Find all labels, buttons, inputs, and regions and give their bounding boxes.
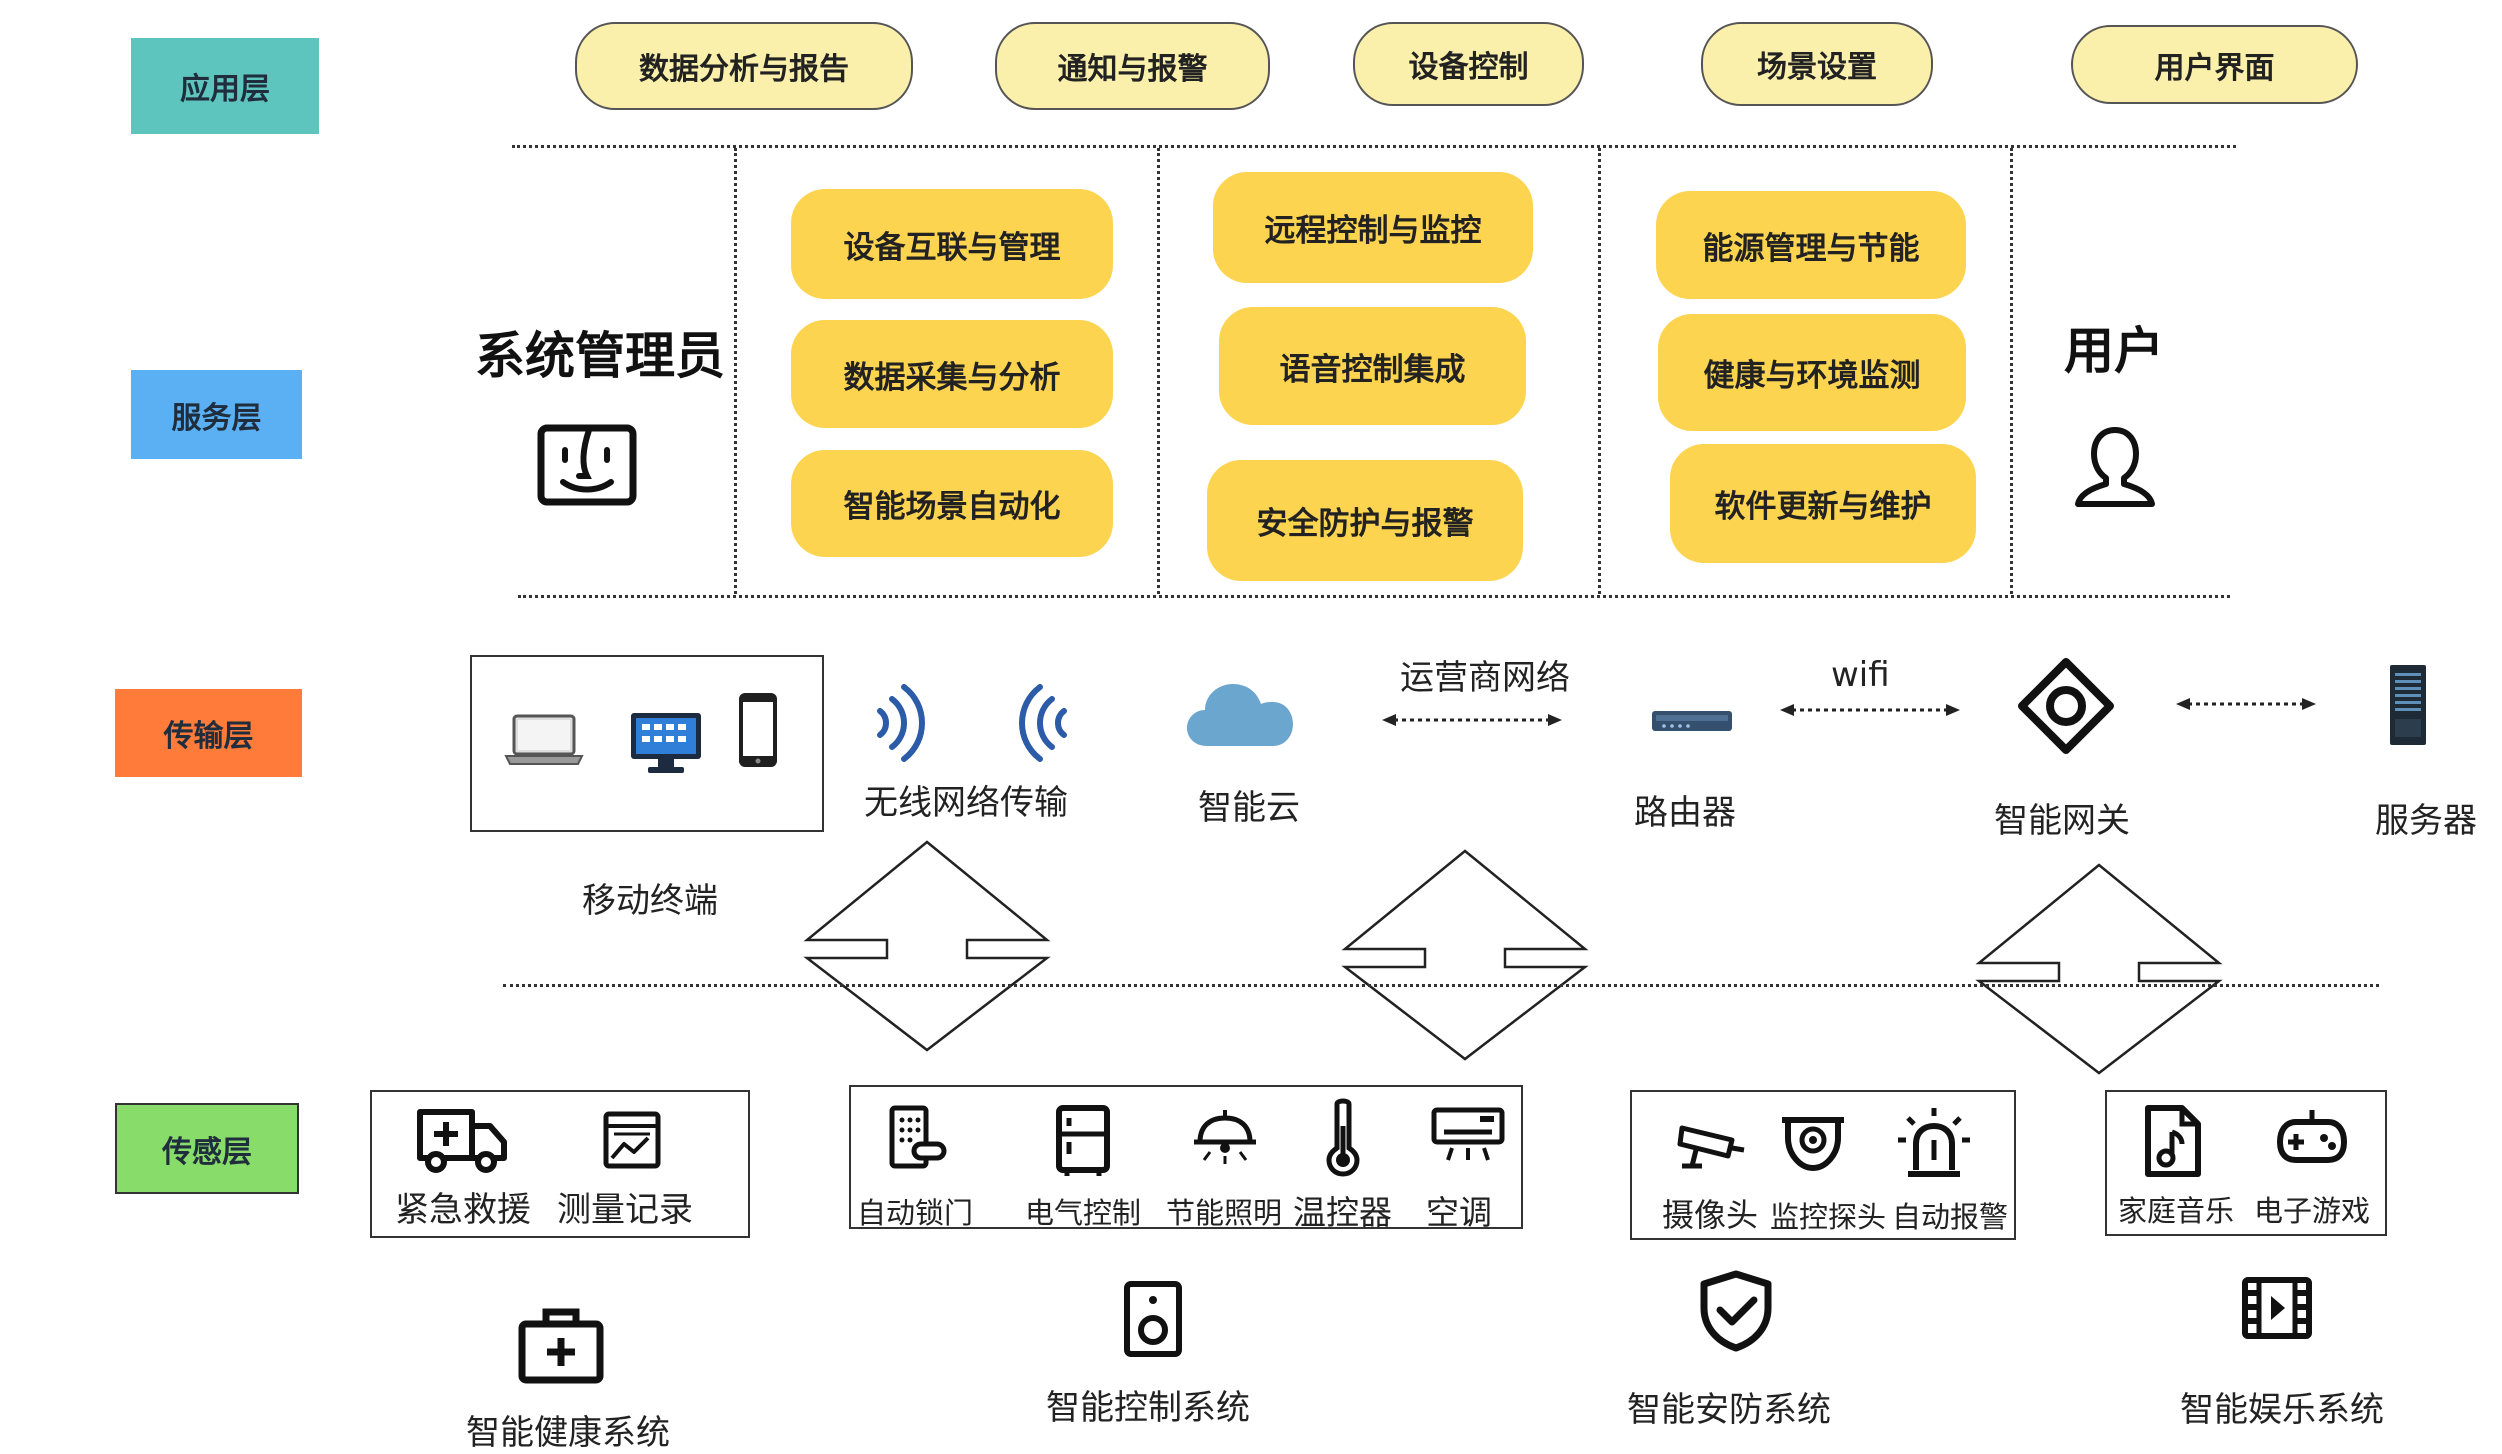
app-pill-device-control[interactable]: 设备控制	[1353, 22, 1584, 106]
health-item-emergency: 紧急救援	[395, 1190, 531, 1230]
bidirectional-arrow-2	[1341, 849, 1589, 1061]
server-icon	[2390, 665, 2426, 745]
svc-data-collection[interactable]: 数据采集与分析	[791, 320, 1113, 428]
wireless-label: 无线网络传输	[864, 783, 1068, 823]
air-conditioner-icon	[1431, 1107, 1505, 1161]
security-item-alarm: 自动报警	[1892, 1200, 2009, 1234]
gateway-icon	[2018, 658, 2114, 754]
laptop-icon	[504, 714, 584, 765]
gateway-label: 智能网关	[1994, 801, 2130, 841]
desktop-monitor-icon	[631, 713, 701, 773]
entertainment-item-music: 家庭音乐	[2118, 1194, 2235, 1228]
layer-label-sensor: 传感层	[115, 1103, 299, 1194]
wireless-signal-icon-1	[877, 684, 925, 762]
security-item-probe: 监控探头	[1770, 1200, 1887, 1234]
health-system-label: 智能健康系统	[466, 1413, 670, 1453]
shield-icon	[1700, 1270, 1772, 1352]
user-icon	[2075, 427, 2155, 507]
gamepad-icon	[2276, 1110, 2348, 1163]
user-label: 用户	[2064, 322, 2164, 380]
ambulance-icon	[417, 1109, 507, 1173]
camera-icon	[1677, 1125, 1745, 1169]
control-item-thermostat: 温控器	[1293, 1193, 1392, 1232]
electric-cabinet-icon	[1056, 1105, 1110, 1176]
carrier-network-label: 运营商网络	[1400, 658, 1570, 698]
cloud-label: 智能云	[1198, 788, 1300, 828]
entertainment-system-label: 智能娱乐系统	[2180, 1390, 2384, 1430]
divider-service-v1	[734, 148, 737, 594]
app-pill-notification[interactable]: 通知与报警	[995, 22, 1270, 110]
bidirectional-arrow-3	[1975, 863, 2223, 1075]
divider-service-v4	[2010, 148, 2013, 594]
divider-transport-sensor	[503, 984, 2379, 987]
admin-finder-icon	[537, 424, 637, 506]
server-label: 服务器	[2375, 801, 2477, 841]
music-file-icon	[2145, 1105, 2201, 1177]
control-system-label: 智能控制系统	[1046, 1388, 1250, 1428]
alarm-light-icon	[1898, 1108, 1970, 1177]
control-item-electric: 电气控制	[1025, 1196, 1142, 1230]
gateway-server-arrow	[2176, 698, 2316, 710]
cloud-icon	[1187, 684, 1293, 746]
svc-remote-control[interactable]: 远程控制与监控	[1213, 172, 1533, 283]
divider-app-service	[512, 145, 2236, 148]
router-label: 路由器	[1634, 793, 1736, 833]
bidirectional-arrow-1	[803, 840, 1051, 1052]
dome-camera-icon	[1782, 1117, 1844, 1172]
wifi-arrow	[1780, 704, 1960, 716]
app-pill-data-analysis[interactable]: 数据分析与报告	[575, 22, 913, 110]
svc-voice-control[interactable]: 语音控制集成	[1219, 307, 1526, 425]
svc-health-monitor[interactable]: 健康与环境监测	[1658, 314, 1966, 431]
control-item-ac: 空调	[1426, 1193, 1492, 1232]
layer-label-transport: 传输层	[115, 689, 302, 777]
entertainment-item-game: 电子游戏	[2254, 1194, 2371, 1228]
svc-scene-automation[interactable]: 智能场景自动化	[791, 450, 1113, 557]
layer-label-app: 应用层	[131, 38, 319, 134]
control-item-lighting: 节能照明	[1166, 1196, 1283, 1230]
door-lock-icon	[889, 1105, 947, 1169]
entertainment-device-box	[2105, 1090, 2387, 1236]
layer-label-service: 服务层	[131, 370, 302, 459]
router-icon	[1652, 711, 1732, 731]
video-film-icon	[2242, 1277, 2312, 1339]
divider-service-v2	[1157, 148, 1160, 594]
thermometer-icon	[1326, 1098, 1360, 1177]
svc-energy-management[interactable]: 能源管理与节能	[1656, 191, 1966, 299]
ceiling-light-icon	[1194, 1110, 1256, 1164]
divider-service-v3	[1598, 148, 1601, 594]
first-aid-kit-icon	[518, 1308, 604, 1384]
health-item-measurement: 测量记录	[557, 1190, 693, 1230]
control-device-box	[849, 1085, 1523, 1229]
carrier-arrow	[1382, 714, 1562, 726]
security-item-camera: 摄像头	[1662, 1196, 1759, 1234]
measurement-record-icon	[603, 1111, 661, 1169]
svc-device-interconnect[interactable]: 设备互联与管理	[791, 189, 1113, 299]
app-pill-scene-setting[interactable]: 场景设置	[1701, 22, 1933, 106]
svc-software-update[interactable]: 软件更新与维护	[1670, 444, 1976, 563]
admin-label: 系统管理员	[475, 327, 725, 385]
mobile-terminal-label: 移动终端	[582, 881, 718, 921]
wifi-label: wifi	[1831, 655, 1890, 695]
security-system-label: 智能安防系统	[1627, 1390, 1831, 1430]
divider-service-transport	[518, 595, 2230, 598]
wireless-signal-icon-2	[1019, 684, 1067, 762]
control-item-door-lock: 自动锁门	[857, 1196, 974, 1230]
app-pill-user-interface[interactable]: 用户界面	[2071, 25, 2358, 104]
control-panel-icon	[1124, 1281, 1182, 1357]
svc-security-alarm[interactable]: 安全防护与报警	[1207, 460, 1523, 581]
smartphone-icon	[739, 693, 777, 767]
